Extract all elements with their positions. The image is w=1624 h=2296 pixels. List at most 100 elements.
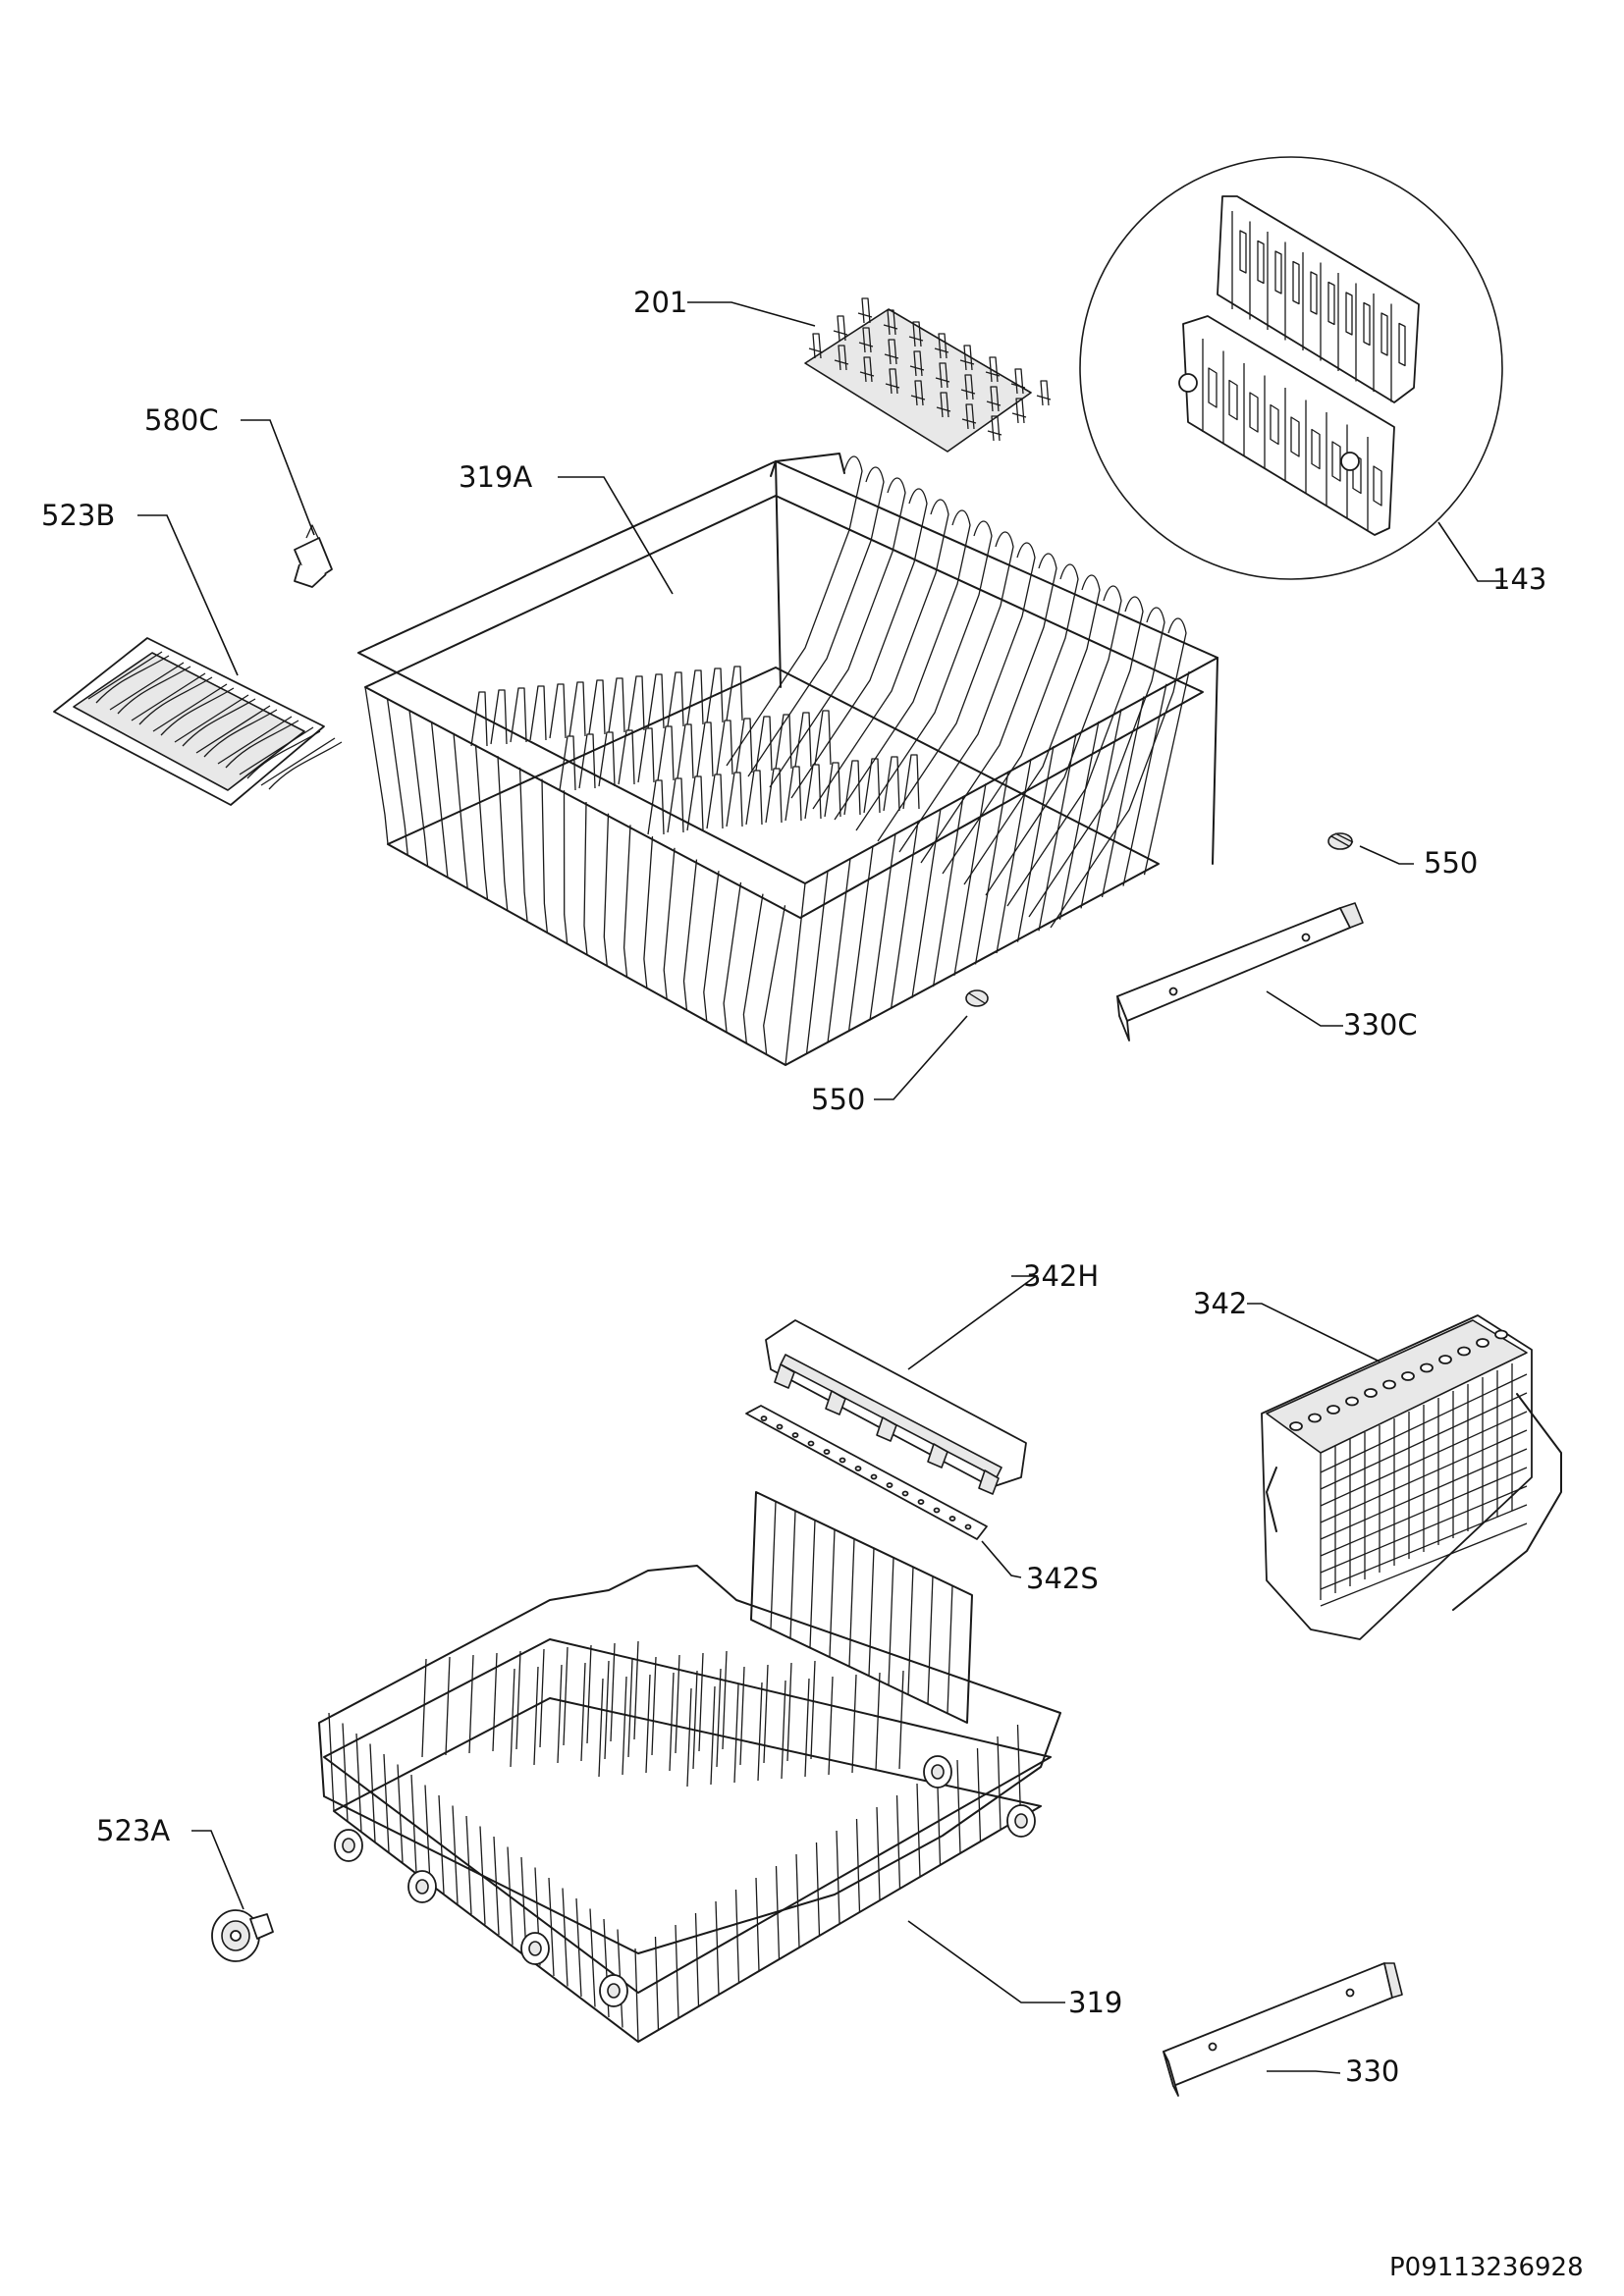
line-art — [1284, 388, 1300, 481]
line-art — [716, 720, 733, 775]
line-art — [794, 712, 812, 768]
line-art — [1401, 1371, 1415, 1381]
line-art — [1143, 670, 1190, 876]
line-art — [814, 710, 832, 766]
line-art — [863, 758, 881, 814]
line-art — [722, 1650, 728, 1750]
line-art — [328, 1712, 335, 1812]
line-art — [87, 651, 170, 704]
line-art — [637, 727, 655, 783]
line-art — [1345, 1396, 1359, 1407]
callout-labels: 201 580C 319A 523B 143 550 550 330C 342H… — [41, 286, 1584, 2282]
line-art — [515, 1650, 521, 1750]
line-art — [974, 771, 1009, 965]
document-id: P09113236928 — [1389, 2253, 1584, 2282]
line-art — [916, 1783, 921, 1878]
cutlery-basket-342 — [1261, 1314, 1562, 1640]
line-art — [808, 333, 824, 359]
line-art — [152, 683, 235, 736]
line-art — [868, 1547, 875, 1677]
line-art — [829, 1528, 836, 1658]
line-art — [987, 415, 1002, 442]
line-art — [386, 698, 408, 856]
line-art — [898, 1670, 904, 1770]
line-art — [557, 1664, 563, 1764]
line-art — [854, 1466, 862, 1471]
line-art — [342, 1723, 349, 1822]
line-art — [776, 1423, 784, 1430]
line-art — [364, 686, 389, 845]
line-art — [1320, 1392, 1528, 1490]
label-319A: 319A — [459, 460, 532, 494]
line-art — [948, 1516, 956, 1522]
line-art — [716, 1668, 722, 1768]
line-art — [1308, 1413, 1322, 1423]
line-art — [1320, 1467, 1528, 1557]
line-art — [490, 689, 508, 745]
line-art — [539, 1648, 545, 1748]
line-art — [1267, 232, 1282, 330]
detail-circle-143 — [1079, 156, 1503, 580]
line-art — [468, 1654, 474, 1754]
line-art — [174, 694, 256, 747]
line-art — [869, 833, 896, 1021]
line-art — [421, 1658, 427, 1758]
line-art — [739, 1666, 745, 1766]
line-art — [492, 1652, 498, 1752]
line-art — [1320, 1485, 1528, 1574]
line-art — [733, 1683, 739, 1784]
line-art — [1326, 1405, 1340, 1415]
line-art — [963, 574, 1101, 885]
line-art — [876, 1806, 881, 1901]
line-art — [888, 1557, 894, 1685]
line-art — [978, 1469, 1000, 1495]
line-art — [410, 1774, 417, 1874]
line-art — [723, 881, 742, 1034]
line-art — [933, 1507, 941, 1514]
line-art — [667, 777, 684, 833]
line-art — [1231, 211, 1247, 309]
line-art — [1014, 1813, 1028, 1829]
line-art — [109, 662, 191, 715]
line-art — [1320, 1448, 1528, 1540]
line-art — [563, 1646, 568, 1746]
line-art — [839, 1457, 846, 1464]
line-art — [934, 333, 949, 359]
clip-580C — [294, 524, 333, 588]
rail-330C — [1116, 902, 1364, 1041]
line-art — [647, 673, 665, 729]
line-art — [706, 774, 724, 829]
line-art — [610, 1642, 616, 1742]
line-art — [858, 327, 874, 353]
line-art — [651, 1656, 657, 1756]
line-art — [1320, 262, 1335, 361]
line-art — [734, 1889, 740, 1984]
line-art — [781, 1680, 786, 1780]
line-art — [1364, 1388, 1378, 1398]
label-523B: 523B — [41, 499, 115, 532]
line-art — [791, 1432, 799, 1438]
line-art — [470, 691, 488, 747]
label-550-right: 550 — [1424, 846, 1478, 880]
line-art — [131, 672, 213, 725]
line-art — [986, 386, 1001, 412]
line-art — [686, 1687, 692, 1788]
line-art — [430, 721, 449, 878]
line-art — [533, 1666, 539, 1766]
line-art — [598, 1678, 604, 1778]
line-art — [1457, 1346, 1471, 1357]
line-art — [239, 726, 321, 779]
line-art — [726, 455, 863, 767]
line-art — [686, 669, 704, 725]
line-art — [195, 705, 278, 758]
line-art — [710, 1685, 716, 1786]
line-art — [726, 772, 743, 828]
line-art — [745, 770, 763, 826]
line-art — [369, 1743, 376, 1842]
line-art — [886, 1482, 893, 1488]
line-art — [1016, 1724, 1022, 1819]
line-art — [747, 466, 885, 777]
line-art — [1010, 368, 1026, 395]
line-art — [1373, 294, 1388, 392]
line-art — [857, 297, 873, 324]
